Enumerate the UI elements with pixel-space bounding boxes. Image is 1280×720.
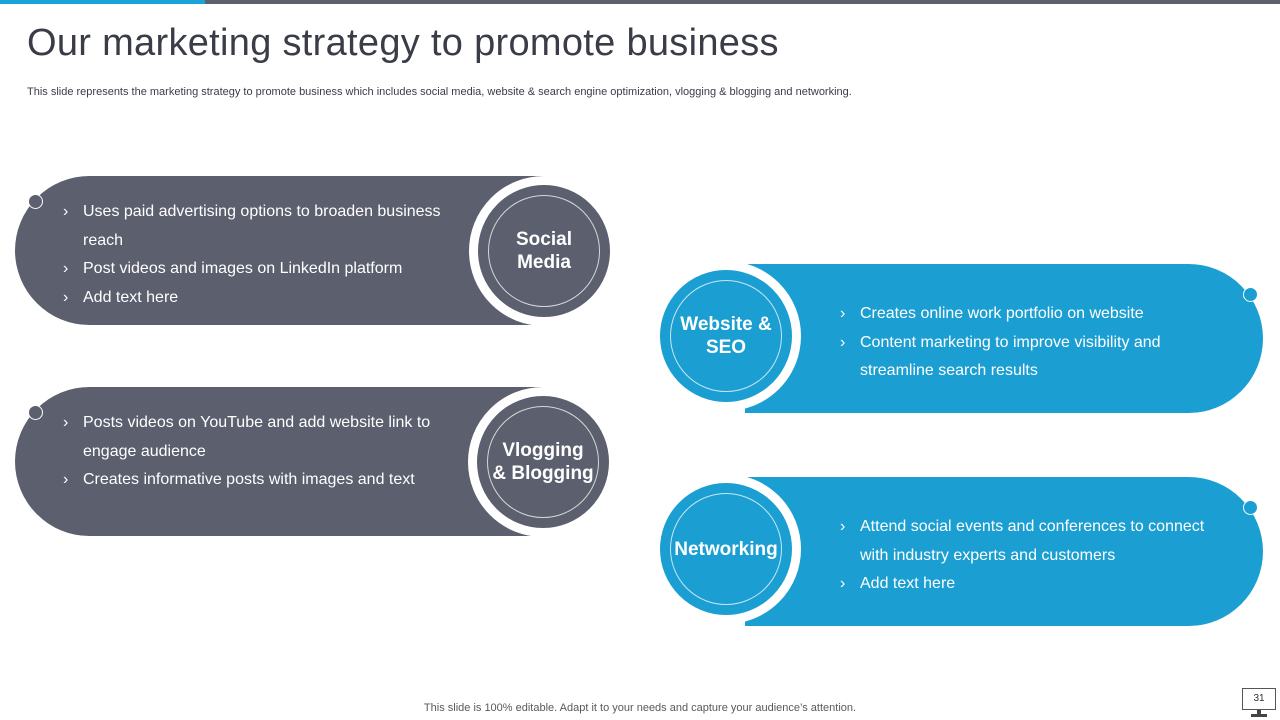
slide-footer-note: This slide is 100% editable. Adapt it to… xyxy=(423,702,857,714)
vlogging-blogging-label: Vlogging & Blogging xyxy=(492,440,594,484)
vlogging-blogging-circle: Vlogging & Blogging xyxy=(468,387,618,537)
bullet-item: ›Uses paid advertising options to broade… xyxy=(63,198,443,255)
connector-dot xyxy=(1243,500,1258,515)
circle-ring xyxy=(487,406,599,518)
monitor-stand-icon xyxy=(1257,710,1261,714)
social-media-circle: Social Media xyxy=(469,176,619,326)
page-number: 31 xyxy=(1242,688,1276,710)
bullet-item: ›Post videos and images on LinkedIn plat… xyxy=(63,255,443,284)
chevron-right-icon: › xyxy=(63,471,69,488)
bullet-item: ›Creates online work portfolio on websit… xyxy=(840,300,1210,329)
top-accent-highlight xyxy=(0,0,205,4)
website-seo-circle: Website & SEO xyxy=(651,261,801,411)
chevron-right-icon: › xyxy=(63,203,69,220)
bullet-item: ›Content marketing to improve visibility… xyxy=(840,329,1210,386)
vlogging-blogging-panel: ›Posts videos on YouTube and add website… xyxy=(15,387,545,536)
circle-ring xyxy=(488,195,600,307)
chevron-right-icon: › xyxy=(840,333,846,351)
website-seo-label: Website & SEO xyxy=(680,314,772,358)
connector-dot xyxy=(1243,287,1258,302)
bullet-item: ›Creates informative posts with images a… xyxy=(63,466,443,495)
monitor-base-icon xyxy=(1251,714,1267,717)
chevron-right-icon: › xyxy=(63,260,69,277)
website-seo-bullets: ›Creates online work portfolio on websit… xyxy=(840,300,1210,386)
chevron-right-icon: › xyxy=(840,575,846,592)
top-accent-bar xyxy=(0,0,1280,4)
networking-circle: Networking xyxy=(651,474,801,624)
social-media-bullets: ›Uses paid advertising options to broade… xyxy=(63,198,443,312)
circle-ring xyxy=(670,493,782,605)
connector-dot xyxy=(28,405,43,420)
website-seo-panel: ›Creates online work portfolio on websit… xyxy=(745,264,1263,413)
networking-bullets: ›Attend social events and conferences to… xyxy=(840,513,1210,599)
circle-ring xyxy=(670,280,782,392)
networking-panel: ›Attend social events and conferences to… xyxy=(745,477,1263,626)
social-media-label: Social Media xyxy=(516,229,572,273)
bullet-item: ›Posts videos on YouTube and add website… xyxy=(63,409,443,466)
chevron-right-icon: › xyxy=(63,288,69,306)
chevron-right-icon: › xyxy=(63,414,69,431)
bullet-item: ›Attend social events and conferences to… xyxy=(840,513,1210,570)
chevron-right-icon: › xyxy=(840,305,846,322)
slide-title: Our marketing strategy to promote busine… xyxy=(27,22,779,64)
connector-dot xyxy=(28,194,43,209)
networking-label: Networking xyxy=(674,538,778,560)
vlogging-blogging-bullets: ›Posts videos on YouTube and add website… xyxy=(63,409,443,495)
chevron-right-icon: › xyxy=(840,518,846,535)
bullet-item: ›Add text here xyxy=(63,284,443,313)
slide-subtitle: This slide represents the marketing stra… xyxy=(27,86,852,98)
bullet-item: ›Add text here xyxy=(840,570,1210,599)
social-media-panel: ›Uses paid advertising options to broade… xyxy=(15,176,545,325)
